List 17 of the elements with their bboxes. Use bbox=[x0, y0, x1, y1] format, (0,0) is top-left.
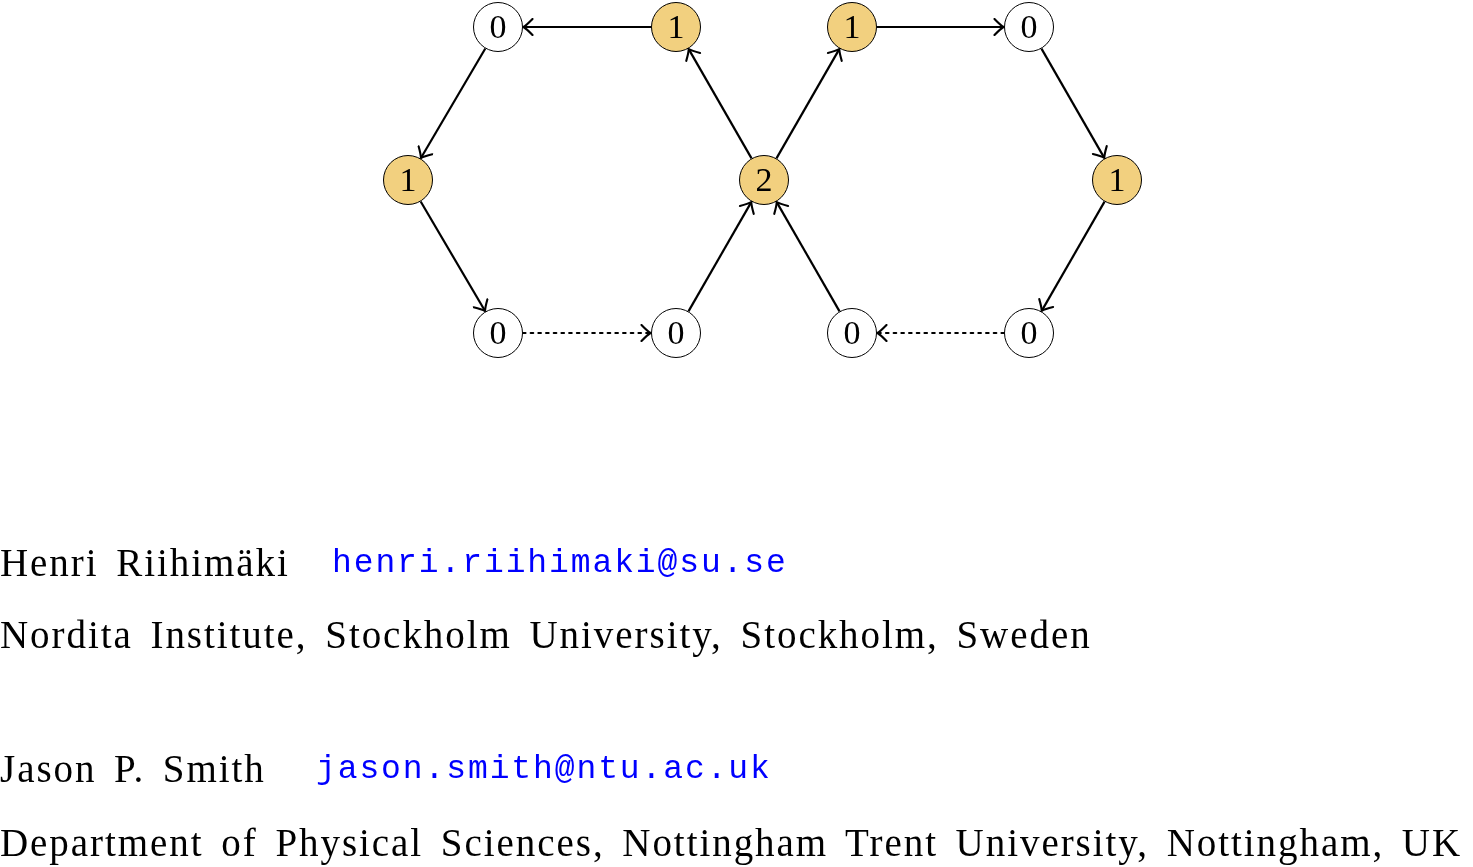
node-circle: 1 bbox=[827, 2, 877, 52]
node-circle: 0 bbox=[473, 308, 523, 358]
email-link: jason.smith@ntu.ac.uk bbox=[316, 751, 772, 789]
node-circle: 0 bbox=[1004, 308, 1054, 358]
node-circle: 0 bbox=[827, 308, 877, 358]
email-link: henri.riihimaki@su.se bbox=[332, 545, 788, 583]
node-circle: 0 bbox=[473, 2, 523, 52]
node-circle: 1 bbox=[383, 155, 433, 205]
person-name: Jason P. Smith bbox=[0, 747, 266, 792]
node-circle: 1 bbox=[1092, 155, 1142, 205]
node-circle: 0 bbox=[1004, 2, 1054, 52]
affiliation-text: Department of Physical Sciences, Nottingham Trent University, Nottingham, UK bbox=[0, 821, 1463, 866]
affiliation-text: Nordita Institute, Stockholm University, Stockholm, Sweden bbox=[0, 613, 1092, 658]
node-circle: 1 bbox=[651, 2, 701, 52]
person-name: Henri Riihimäki bbox=[0, 541, 290, 586]
node-circle: 2 bbox=[739, 155, 789, 205]
node-circle: 0 bbox=[651, 308, 701, 358]
